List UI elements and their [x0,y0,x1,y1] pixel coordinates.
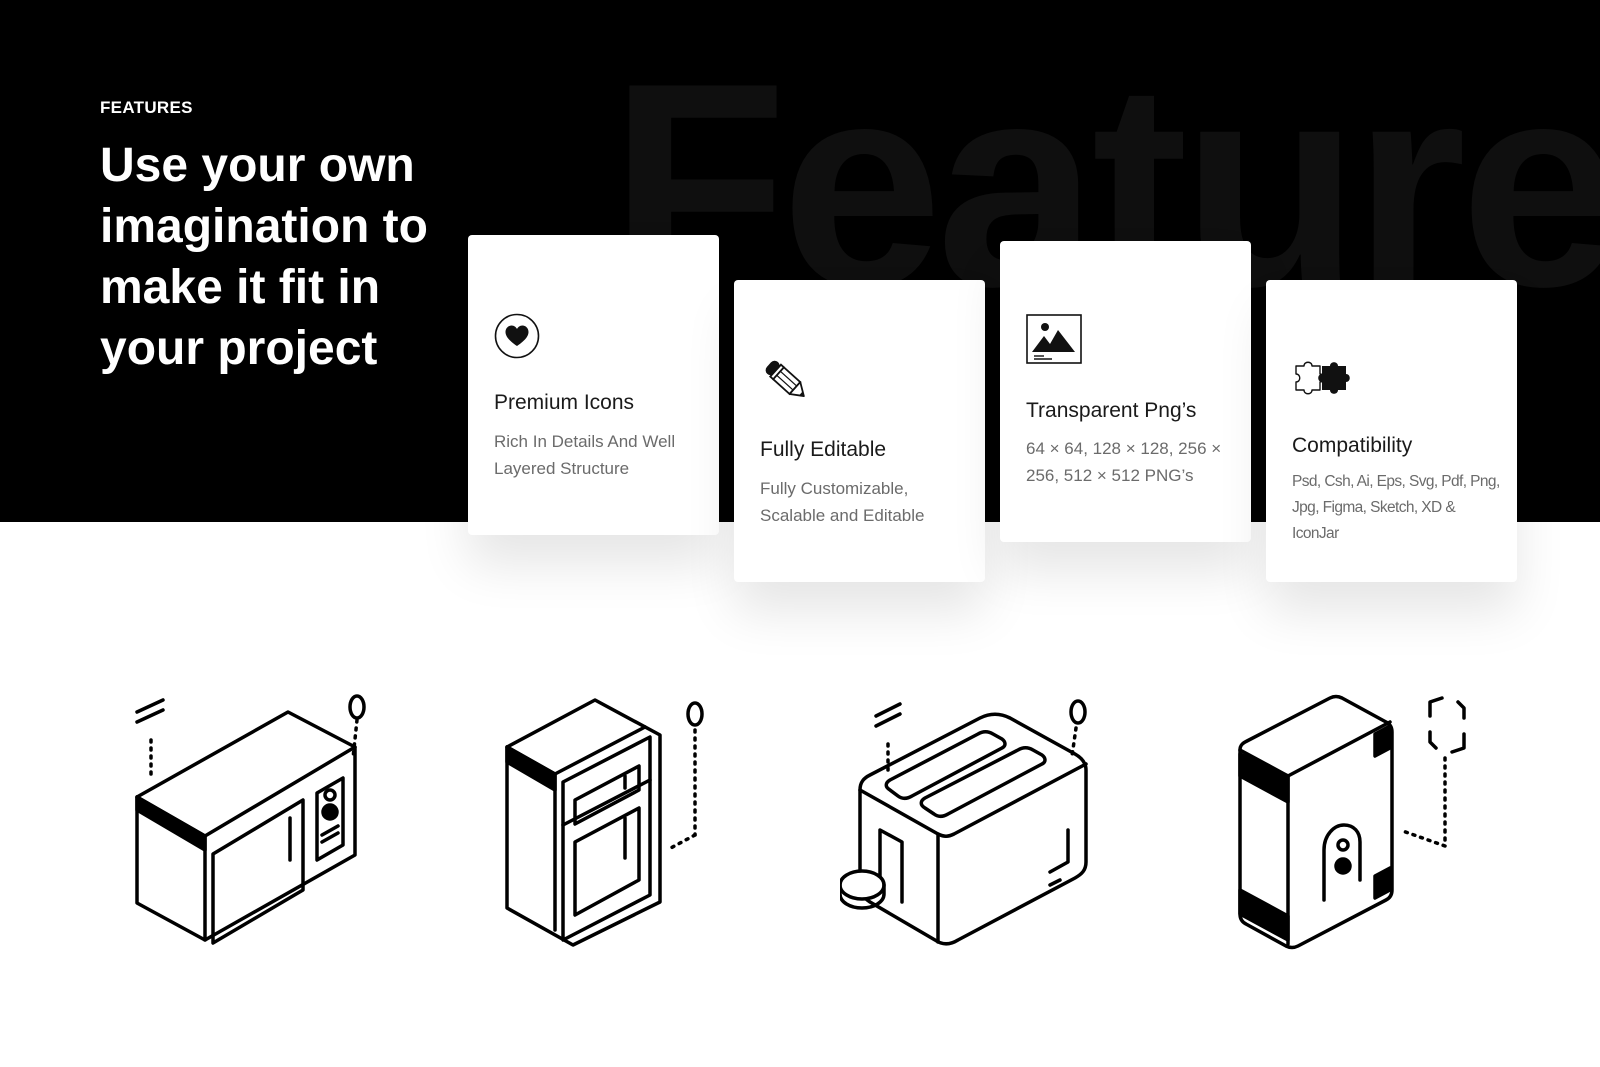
refrigerator-illustration [495,690,775,980]
water-heater-illustration [1230,690,1510,980]
water-heater-icon [1238,694,1466,950]
feature-card-description: Fully Customizable, Scalable and Editabl… [760,479,925,525]
feature-card-compatibility: Compatibility Psd, Csh, Ai, Eps, Svg, Pd… [1266,280,1517,582]
feature-card-fully-editable: Fully Editable Fully Customizable, Scala… [734,280,985,582]
heart-icon [494,313,540,364]
hero-headline: Use your own imagination to make it fit … [100,139,428,375]
hero-section: Features FEATURES Use your own imaginati… [0,0,1600,522]
toaster-icon [838,699,1088,946]
feature-card-description: Rich In Details And Well Layered Structu… [494,432,676,478]
refrigerator-icon [505,698,704,947]
puzzle-icon [1292,356,1354,407]
pencil-icon [760,354,812,411]
toaster-illustration [838,690,1120,980]
feature-card-title: Transparent Png’s [1026,399,1197,422]
feature-card-description: Psd, Csh, Ai, Eps, Svg, Pdf, Png, Jpg, F… [1292,473,1500,542]
feature-card-transparent-pngs: Transparent Png’s 64 × 64, 128 × 128, 25… [1000,241,1251,542]
feature-card-title: Compatibility [1292,434,1413,457]
feature-card-description: 64 × 64, 128 × 128, 256 × 256, 512 × 512… [1026,439,1222,485]
section-eyebrow: FEATURES [100,98,193,117]
feature-card-title: Premium Icons [494,391,635,414]
feature-card-premium-icons: Premium Icons Rich In Details And Well L… [468,235,719,535]
feature-card-title: Fully Editable [760,438,887,461]
image-icon [1026,314,1082,369]
microwave-icon [135,694,366,945]
microwave-illustration [125,690,405,980]
